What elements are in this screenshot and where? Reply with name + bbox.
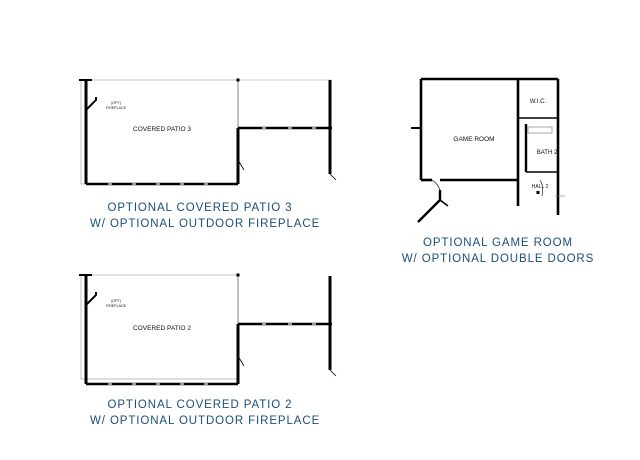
hall-post <box>536 191 540 194</box>
plan-game-room: GAME ROOM W.I.C. BATH 2 HALL 2 <box>411 77 565 223</box>
game-room-caption: OPTIONAL GAME ROOM W/ OPTIONAL DOUBLE DO… <box>388 235 608 267</box>
game-room-door-arc <box>431 179 441 191</box>
patio-3-caption: OPTIONAL COVERED PATIO 3 W/ OPTIONAL OUT… <box>90 200 321 232</box>
patio-2-fireplace-label-1: (OPT) <box>111 299 121 303</box>
patio-3-fireplace-outline <box>85 97 97 111</box>
game-room-caption-line-1: OPTIONAL GAME ROOM <box>423 237 573 249</box>
patio-2-fireplace-label-2: FIREPLACE <box>106 304 127 308</box>
game-room-label: GAME ROOM <box>453 136 494 143</box>
plan-covered-patio-2: COVERED PATIO 2 (OPT) FIREPLACE <box>79 273 337 386</box>
patio-3-caption-line-1: OPTIONAL COVERED PATIO 3 <box>107 202 293 214</box>
game-room-door-left-wall <box>417 199 441 223</box>
patio-3-door-swing <box>237 159 245 171</box>
patio-2-far-right-stub <box>329 369 337 377</box>
hall-2-label: HALL 2 <box>532 184 549 190</box>
patio-3-room-label: COVERED PATIO 3 <box>133 126 191 133</box>
bath-tub-outline <box>527 126 553 134</box>
hall-door-swing <box>539 179 543 197</box>
patio-2-caption: OPTIONAL COVERED PATIO 2 W/ OPTIONAL OUT… <box>90 397 321 429</box>
patio-3-fireplace-label-2: FIREPLACE <box>106 106 127 110</box>
bath-2-label: BATH 2 <box>537 150 558 156</box>
patio-2-door-swing <box>237 355 245 367</box>
patio-2-caption-line-1: OPTIONAL COVERED PATIO 2 <box>107 399 293 411</box>
wic-label: W.I.C. <box>530 99 547 105</box>
patio-2-room-label: COVERED PATIO 2 <box>133 325 191 332</box>
patio-2-fireplace-outline <box>85 292 97 306</box>
patio-2-caption-line-2: W/ OPTIONAL OUTDOOR FIREPLACE <box>90 415 321 427</box>
patio-3-caption-line-2: W/ OPTIONAL OUTDOOR FIREPLACE <box>90 218 321 230</box>
plan-covered-patio-3: COVERED PATIO 3 (OPT) FIREPLACE <box>79 78 337 186</box>
patio-3-post <box>236 78 240 82</box>
game-room-caption-line-2: W/ OPTIONAL DOUBLE DOORS <box>401 253 595 265</box>
patio-3-fireplace-label-1: (OPT) <box>111 101 121 105</box>
patio-2-post <box>236 273 240 277</box>
patio-3-far-right-stub <box>329 173 337 181</box>
game-room-door-right-wall <box>439 199 449 207</box>
